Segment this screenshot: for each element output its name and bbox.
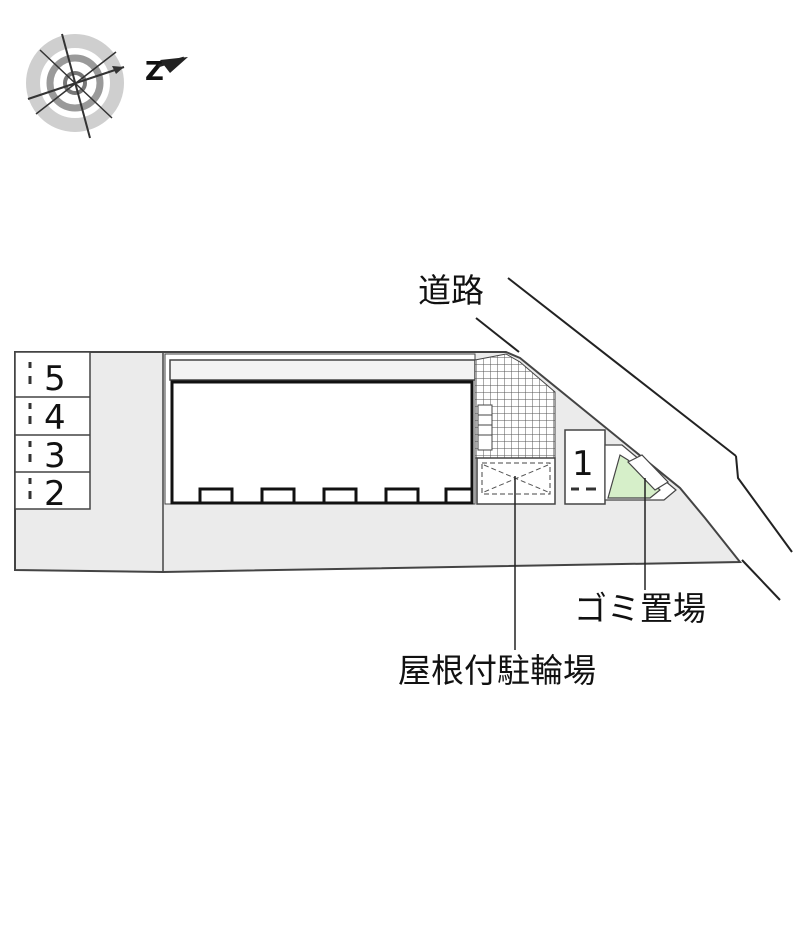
parking-space-number: 3 (44, 436, 66, 476)
road-label: 道路 (418, 271, 484, 310)
bike-parking-label: 屋根付駐輪場 (398, 651, 596, 690)
road (475, 277, 793, 601)
compass-north-letter: Z (145, 57, 164, 87)
parking-space-number: 4 (44, 398, 66, 438)
parking-space-number: 2 (44, 474, 66, 514)
stair-area (474, 353, 556, 459)
parking-space-number: 5 (44, 359, 66, 399)
garbage-area (604, 444, 677, 501)
building (164, 353, 476, 505)
parking-space-number: 1 (572, 444, 594, 484)
compass-rose-icon: Z (26, 33, 188, 139)
garbage-label: ゴミ置場 (574, 589, 706, 628)
bike-parking (476, 457, 556, 505)
parking-spaces-left: 5 4 3 2 (14, 351, 91, 514)
parking-space-1: 1 (564, 429, 606, 505)
